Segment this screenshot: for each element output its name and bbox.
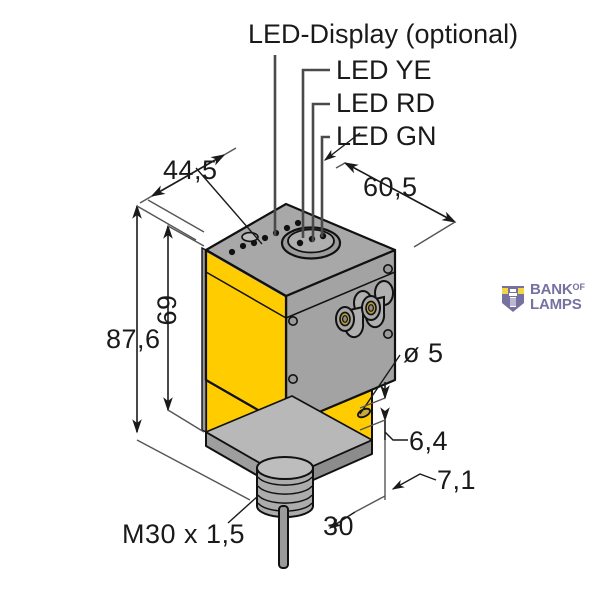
dimension-label-6-4: 6,4 <box>409 426 448 456</box>
callout-leaders <box>195 55 361 245</box>
dimension-thread-length-30 <box>328 440 386 529</box>
callout-label-led-display: LED-Display (optional) <box>248 19 518 49</box>
callout-label-led-ye: LED YE <box>336 55 432 85</box>
dimension-label-69: 69 <box>152 294 182 325</box>
dimension-height-total-87-6 <box>132 204 251 501</box>
connector-port-1-bore <box>368 304 375 312</box>
dimension-depth-44-5 <box>139 147 237 233</box>
led-dot-top-7 <box>294 219 302 227</box>
screw-boss-front-upper <box>287 315 298 326</box>
led-dot-top-3 <box>250 239 258 247</box>
led-dot-top-6 <box>283 224 291 232</box>
screw-boss-front-lower <box>287 373 298 384</box>
connector-port-2-bore <box>342 315 349 323</box>
dimension-width-60-5 <box>335 162 457 248</box>
screw-boss-upper-right <box>382 263 393 274</box>
dimension-label-diameter-5: ø 5 <box>403 338 444 368</box>
dimension-label-30: 30 <box>323 511 354 541</box>
dimension-offset-edge-7-1 <box>391 473 437 490</box>
led-gn-dot <box>296 239 304 247</box>
head-front-parting-line <box>205 271 287 319</box>
dimension-thread-leader <box>227 495 259 524</box>
sensor-graphic <box>201 202 397 569</box>
dimension-hole-diameter-leader <box>359 354 401 415</box>
screw-boss-lower-right <box>382 328 393 339</box>
connector-ports <box>335 280 394 339</box>
dimension-label-44-5: 44,5 <box>163 155 218 185</box>
callout-label-led-rd: LED RD <box>336 88 435 118</box>
dimension-label-m30: M30 x 1,5 <box>122 519 245 549</box>
led-dot-top-1 <box>228 248 236 256</box>
dimension-label-7-1: 7,1 <box>437 465 476 495</box>
leader-led-ye <box>301 68 330 238</box>
cable <box>278 505 289 569</box>
leader-led-gn <box>320 135 330 237</box>
leader-led-rd <box>311 102 330 242</box>
led-dot-top-4 <box>261 234 269 242</box>
callout-label-led-gn: LED GN <box>336 121 437 151</box>
dimension-height-body-69 <box>163 224 205 433</box>
leader-top-face-pointer <box>195 167 263 245</box>
dimension-label-87-6: 87,6 <box>106 324 161 354</box>
led-dot-top-2 <box>239 242 247 250</box>
head-parting-line <box>285 271 396 319</box>
dimension-offset-6-4 <box>359 382 408 441</box>
dimension-label-60-5: 60,5 <box>363 172 418 202</box>
leader-led-gn-pointer <box>323 132 361 161</box>
body-front-upper-overlay <box>206 252 286 426</box>
